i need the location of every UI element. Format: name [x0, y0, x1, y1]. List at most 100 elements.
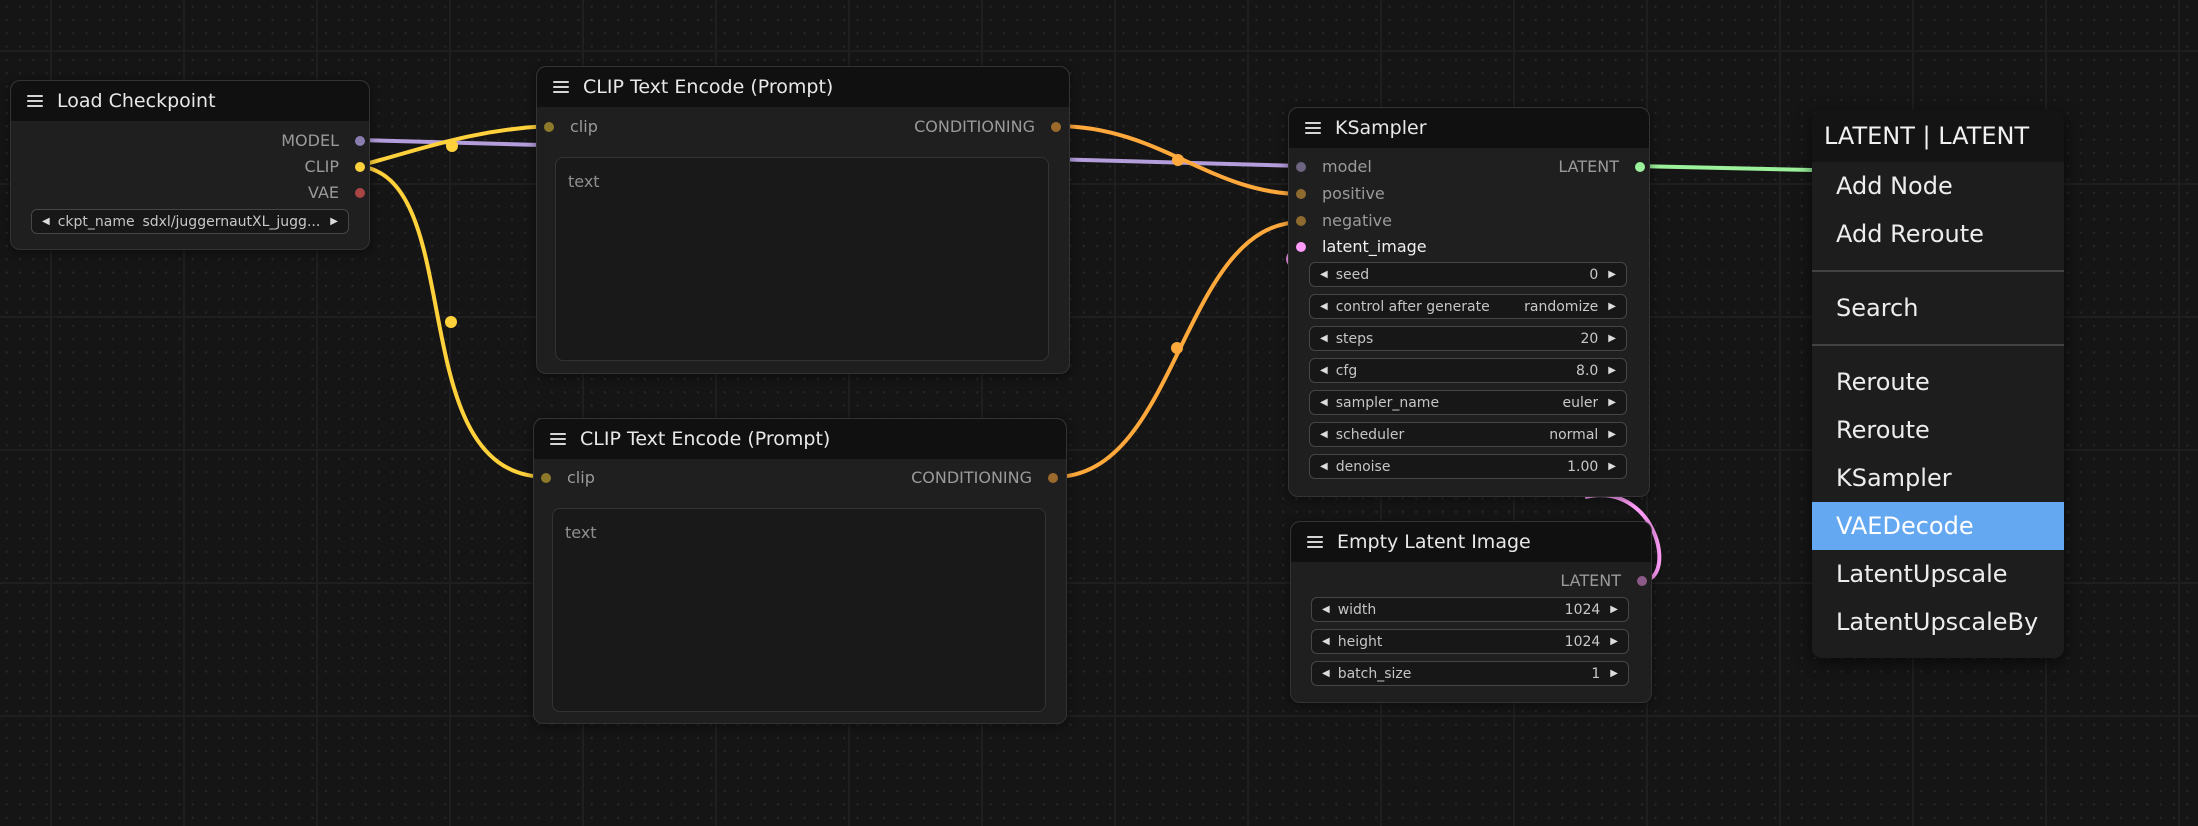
link-midpoint[interactable] — [1171, 342, 1183, 354]
triangle-right-icon[interactable]: ▶ — [1608, 365, 1616, 376]
widget-height[interactable]: ◀ height 1024 ▶ — [1311, 629, 1629, 654]
slot-dot[interactable] — [544, 122, 554, 132]
menu-item-latentupscale[interactable]: LatentUpscale — [1836, 560, 2008, 588]
triangle-right-icon[interactable]: ▶ — [1608, 301, 1616, 312]
widget-width[interactable]: ◀ width 1024 ▶ — [1311, 597, 1629, 622]
node-ksampler[interactable]: KSampler model positive negative latent_… — [1288, 107, 1650, 497]
node-load-checkpoint[interactable]: Load Checkpoint MODEL CLIP VAE ◀ ckpt_na… — [10, 80, 370, 250]
slot-dot[interactable] — [1296, 162, 1306, 172]
triangle-right-icon[interactable]: ▶ — [1608, 397, 1616, 408]
link-negative — [1053, 220, 1303, 479]
triangle-left-icon[interactable]: ◀ — [1320, 333, 1328, 344]
output-vae[interactable]: VAE — [308, 182, 365, 204]
slot-label: VAE — [308, 183, 339, 202]
triangle-left-icon[interactable]: ◀ — [1320, 429, 1328, 440]
slot-dot[interactable] — [1635, 162, 1645, 172]
triangle-right-icon[interactable]: ▶ — [1608, 269, 1616, 280]
triangle-right-icon[interactable]: ▶ — [330, 216, 338, 227]
triangle-left-icon[interactable]: ◀ — [1320, 461, 1328, 472]
menu-item-reroute[interactable]: Reroute — [1836, 368, 1930, 396]
slot-dot[interactable] — [355, 188, 365, 198]
widget-denoise[interactable]: ◀ denoise 1.00 ▶ — [1309, 454, 1627, 479]
node-empty-latent-image[interactable]: Empty Latent Image LATENT ◀ width 1024 ▶… — [1290, 521, 1652, 703]
context-menu[interactable]: LATENT | LATENT Add Node Add Reroute Sea… — [1812, 110, 2064, 658]
triangle-left-icon[interactable]: ◀ — [1320, 269, 1328, 280]
output-latent[interactable]: LATENT — [1558, 156, 1645, 178]
input-positive[interactable]: positive — [1296, 183, 1385, 205]
slot-label: positive — [1322, 184, 1385, 203]
slot-dot[interactable] — [541, 473, 551, 483]
prompt-text-input[interactable]: text — [555, 157, 1049, 361]
hamburger-menu-icon[interactable] — [27, 95, 43, 107]
slot-label: clip — [570, 117, 598, 136]
triangle-left-icon[interactable]: ◀ — [1320, 301, 1328, 312]
slot-dot[interactable] — [1296, 189, 1306, 199]
slot-dot[interactable] — [1637, 576, 1647, 586]
triangle-right-icon[interactable]: ▶ — [1610, 668, 1618, 679]
slot-dot[interactable] — [355, 136, 365, 146]
triangle-left-icon[interactable]: ◀ — [1322, 604, 1330, 615]
widget-scheduler[interactable]: ◀ scheduler normal ▶ — [1309, 422, 1627, 447]
triangle-left-icon[interactable]: ◀ — [1322, 668, 1330, 679]
widget-seed[interactable]: ◀ seed 0 ▶ — [1309, 262, 1627, 287]
menu-item-reroute[interactable]: Reroute — [1836, 416, 1930, 444]
hamburger-menu-icon[interactable] — [1307, 536, 1323, 548]
output-model[interactable]: MODEL — [281, 130, 365, 152]
slot-dot[interactable] — [1296, 242, 1306, 252]
node-header[interactable]: Load Checkpoint — [11, 81, 369, 121]
widget-batch-size[interactable]: ◀ batch_size 1 ▶ — [1311, 661, 1629, 686]
triangle-right-icon[interactable]: ▶ — [1608, 461, 1616, 472]
output-conditioning[interactable]: CONDITIONING — [911, 467, 1058, 489]
hamburger-menu-icon[interactable] — [1305, 122, 1321, 134]
widget-cfg[interactable]: ◀ cfg 8.0 ▶ — [1309, 358, 1627, 383]
widget-steps[interactable]: ◀ steps 20 ▶ — [1309, 326, 1627, 351]
hamburger-menu-icon[interactable] — [550, 433, 566, 445]
slot-label: CONDITIONING — [911, 468, 1032, 487]
link-midpoint[interactable] — [445, 316, 457, 328]
menu-separator — [1812, 270, 2064, 272]
menu-item-add-reroute[interactable]: Add Reroute — [1836, 220, 1984, 248]
text-placeholder: text — [565, 523, 597, 542]
node-header[interactable]: CLIP Text Encode (Prompt) — [534, 419, 1066, 459]
triangle-left-icon[interactable]: ◀ — [42, 216, 50, 227]
link-midpoint[interactable] — [446, 140, 458, 152]
triangle-left-icon[interactable]: ◀ — [1322, 636, 1330, 647]
widget-control-after-generate[interactable]: ◀ control after generate randomize ▶ — [1309, 294, 1627, 319]
widget-sampler-name[interactable]: ◀ sampler_name euler ▶ — [1309, 390, 1627, 415]
link-latent-out — [1636, 164, 1813, 172]
node-header[interactable]: Empty Latent Image — [1291, 522, 1651, 562]
link-midpoint[interactable] — [1172, 154, 1184, 166]
node-header[interactable]: KSampler — [1289, 108, 1649, 148]
output-latent[interactable]: LATENT — [1560, 570, 1647, 592]
slot-dot[interactable] — [1051, 122, 1061, 132]
menu-item-latentupscaleby[interactable]: LatentUpscaleBy — [1836, 608, 2039, 636]
hamburger-menu-icon[interactable] — [553, 81, 569, 93]
triangle-right-icon[interactable]: ▶ — [1608, 333, 1616, 344]
menu-item-ksampler[interactable]: KSampler — [1836, 464, 1952, 492]
slot-dot[interactable] — [1048, 473, 1058, 483]
menu-item-add-node[interactable]: Add Node — [1836, 172, 1953, 200]
slot-label: model — [1322, 157, 1372, 176]
input-negative[interactable]: negative — [1296, 210, 1392, 232]
input-clip[interactable]: clip — [544, 116, 598, 138]
output-conditioning[interactable]: CONDITIONING — [914, 116, 1061, 138]
triangle-left-icon[interactable]: ◀ — [1320, 397, 1328, 408]
menu-item-vaedecode[interactable]: VAEDecode — [1812, 502, 2064, 550]
input-clip[interactable]: clip — [541, 467, 595, 489]
menu-item-search[interactable]: Search — [1836, 294, 1919, 322]
output-clip[interactable]: CLIP — [305, 156, 365, 178]
prompt-text-input[interactable]: text — [552, 508, 1046, 712]
triangle-left-icon[interactable]: ◀ — [1320, 365, 1328, 376]
slot-label: MODEL — [281, 131, 339, 150]
input-latent-image[interactable]: latent_image — [1296, 236, 1427, 258]
input-model[interactable]: model — [1296, 156, 1372, 178]
node-header[interactable]: CLIP Text Encode (Prompt) — [537, 67, 1069, 107]
slot-dot[interactable] — [355, 162, 365, 172]
node-clip-text-encode-bottom[interactable]: CLIP Text Encode (Prompt) clip CONDITION… — [533, 418, 1067, 724]
triangle-right-icon[interactable]: ▶ — [1610, 636, 1618, 647]
slot-dot[interactable] — [1296, 216, 1306, 226]
triangle-right-icon[interactable]: ▶ — [1608, 429, 1616, 440]
widget-ckpt-name[interactable]: ◀ ckpt_name sdxl/juggernautXL_jugg... ▶ — [31, 209, 349, 234]
node-clip-text-encode-top[interactable]: CLIP Text Encode (Prompt) clip CONDITION… — [536, 66, 1070, 374]
triangle-right-icon[interactable]: ▶ — [1610, 604, 1618, 615]
